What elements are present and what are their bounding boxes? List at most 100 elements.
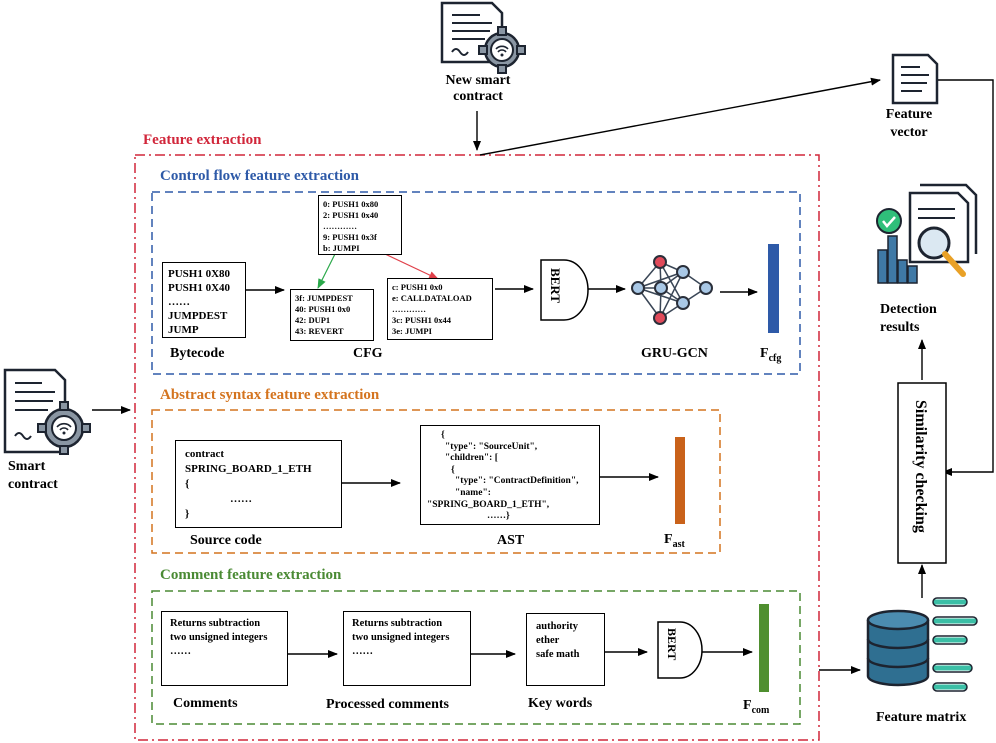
processed-line: two unsigned integers (352, 632, 450, 643)
cfg-left-block: 3f: JUMPDEST 40: PUSH1 0x0 42: DUP1 43: … (290, 289, 374, 341)
gru-gcn-network-icon (637, 261, 707, 319)
feature-ast-sub: ast (672, 538, 685, 550)
cfg-line: ………… (392, 304, 426, 314)
new-contract-label-line1: New smart (445, 73, 511, 88)
ast-line: "name": (455, 487, 491, 498)
feature-cfg-label: Fcfg (760, 346, 781, 364)
ast-line: "SPRING_BOARD_1_ETH", (427, 499, 550, 510)
cfg-line: 40: PUSH1 0x0 (295, 304, 351, 314)
processed-line: Returns subtraction (352, 618, 443, 629)
comments-label: Comments (173, 696, 238, 711)
feature-cfg-sub: cfg (768, 352, 782, 364)
detection-results-label: Detection results (880, 301, 937, 337)
bert-label-com: BERT (665, 628, 679, 661)
feature-vector-label: Feature vector (878, 106, 940, 142)
detection-results-icon (876, 183, 978, 284)
comments-line: two unsigned integers (170, 632, 268, 643)
cfg-line: 3c: PUSH1 0x44 (392, 315, 452, 325)
processed-line: …… (352, 646, 373, 657)
cfg-line: b: JUMPI (323, 243, 360, 253)
cfg-line: ………… (323, 221, 357, 231)
feature-com-sub: com (751, 704, 770, 716)
bytecode-line: …… (168, 296, 190, 308)
cfg-line: c: PUSH1 0x0 (392, 282, 443, 292)
comments-line: Returns subtraction (170, 618, 261, 629)
comments-line: …… (170, 646, 191, 657)
keywords-label: Key words (528, 696, 593, 711)
feature-ast-main: F (664, 532, 673, 547)
bytecode-label: Bytecode (170, 346, 225, 361)
smart-contract-label-line2: contract (8, 477, 58, 492)
abstract-syntax-title: Abstract syntax feature extraction (160, 387, 380, 403)
source-line: contract (185, 448, 225, 460)
feature-vector-label-line1: Feature (885, 107, 933, 122)
bert-shape-com (657, 621, 703, 679)
control-flow-title: Control flow feature extraction (160, 168, 359, 184)
feature-extraction-title: Feature extraction (143, 132, 262, 148)
smart-contract-label-line1: Smart (8, 459, 46, 474)
bert-label-cfg: BERT (548, 268, 563, 303)
smart-contract-gear-icon (37, 401, 91, 455)
feature-ast-label: Fast (664, 532, 685, 550)
bytecode-line: PUSH1 0X40 (168, 282, 231, 294)
feature-cfg-main: F (760, 346, 769, 361)
feature-matrix-label: Feature matrix (876, 710, 967, 725)
cfg-line: 9: PUSH1 0x3f (323, 232, 377, 242)
bert-shape-cfg (540, 259, 589, 321)
new-contract-gear-icon (478, 26, 526, 74)
keywords-box: authority ether safe math (526, 613, 605, 686)
cfg-right-block: c: PUSH1 0x0 e: CALLDATALOAD ………… 3c: PU… (387, 278, 493, 340)
ast-line: ……} (487, 511, 510, 522)
ast-label: AST (497, 533, 525, 548)
ast-line: "type": "ContractDefinition", (455, 476, 579, 487)
source-line: { (185, 478, 190, 490)
comments-box: Returns subtraction two unsigned integer… (161, 611, 288, 686)
cfg-line: 43: REVERT (295, 326, 344, 336)
source-code-label: Source code (190, 533, 262, 548)
comment-title: Comment feature extraction (160, 567, 342, 583)
cfg-line: 42: DUP1 (295, 315, 331, 325)
feature-vector-document-icon (891, 53, 939, 105)
processed-comments-label: Processed comments (326, 697, 449, 712)
cfg-line: e: CALLDATALOAD (392, 293, 472, 303)
bytecode-line: JUMPDEST (168, 310, 228, 322)
cfg-label: CFG (353, 346, 383, 361)
ast-line: "children": [ (445, 453, 498, 464)
new-contract-label-line2: contract (453, 89, 503, 104)
ast-line: { (451, 464, 455, 475)
ast-line: "type": "SourceUnit", (445, 441, 538, 452)
keyword-line: ether (536, 635, 560, 646)
bytecode-box: PUSH1 0X80 PUSH1 0X40 …… JUMPDEST JUMP (162, 262, 246, 338)
bytecode-line: PUSH1 0X80 (168, 268, 231, 280)
cfg-top-block: 0: PUSH1 0x80 2: PUSH1 0x40 ………… 9: PUSH… (318, 195, 402, 255)
feature-bar-cfg (768, 244, 779, 333)
detection-results-label-line2: results (880, 320, 920, 335)
feature-bar-ast (675, 437, 685, 524)
ast-box: { "type": "SourceUnit", "children": [ { … (420, 425, 600, 525)
smart-contract-label: Smart contract (8, 458, 58, 494)
feature-bar-com (759, 604, 769, 692)
feature-matrix-database-icon (866, 597, 978, 692)
feature-com-main: F (743, 698, 752, 713)
feature-vector-label-line2: vector (890, 125, 928, 140)
ast-line: { (441, 430, 445, 440)
processed-comments-box: Returns subtraction two unsigned integer… (343, 611, 471, 686)
source-line: SPRING_BOARD_1_ETH (185, 463, 312, 475)
cfg-line: 0: PUSH1 0x80 (323, 199, 379, 209)
source-line: …… (230, 493, 252, 505)
comment-frame (151, 590, 801, 725)
cfg-line: 3e: JUMPI (392, 326, 432, 336)
similarity-checking-box (897, 382, 947, 564)
feature-com-label: Fcom (743, 698, 769, 716)
keyword-line: safe math (536, 649, 580, 660)
cfg-line: 2: PUSH1 0x40 (323, 210, 379, 220)
bytecode-line: JUMP (168, 324, 199, 336)
source-line: } (185, 508, 190, 520)
new-contract-label: New smart contract (440, 73, 516, 105)
cfg-line: 3f: JUMPDEST (295, 293, 353, 303)
gru-gcn-label: GRU-GCN (641, 346, 708, 361)
similarity-checking-label: Similarity checking (912, 400, 929, 533)
source-code-box: contract SPRING_BOARD_1_ETH { …… } (175, 440, 342, 528)
detection-results-label-line1: Detection (880, 302, 937, 317)
